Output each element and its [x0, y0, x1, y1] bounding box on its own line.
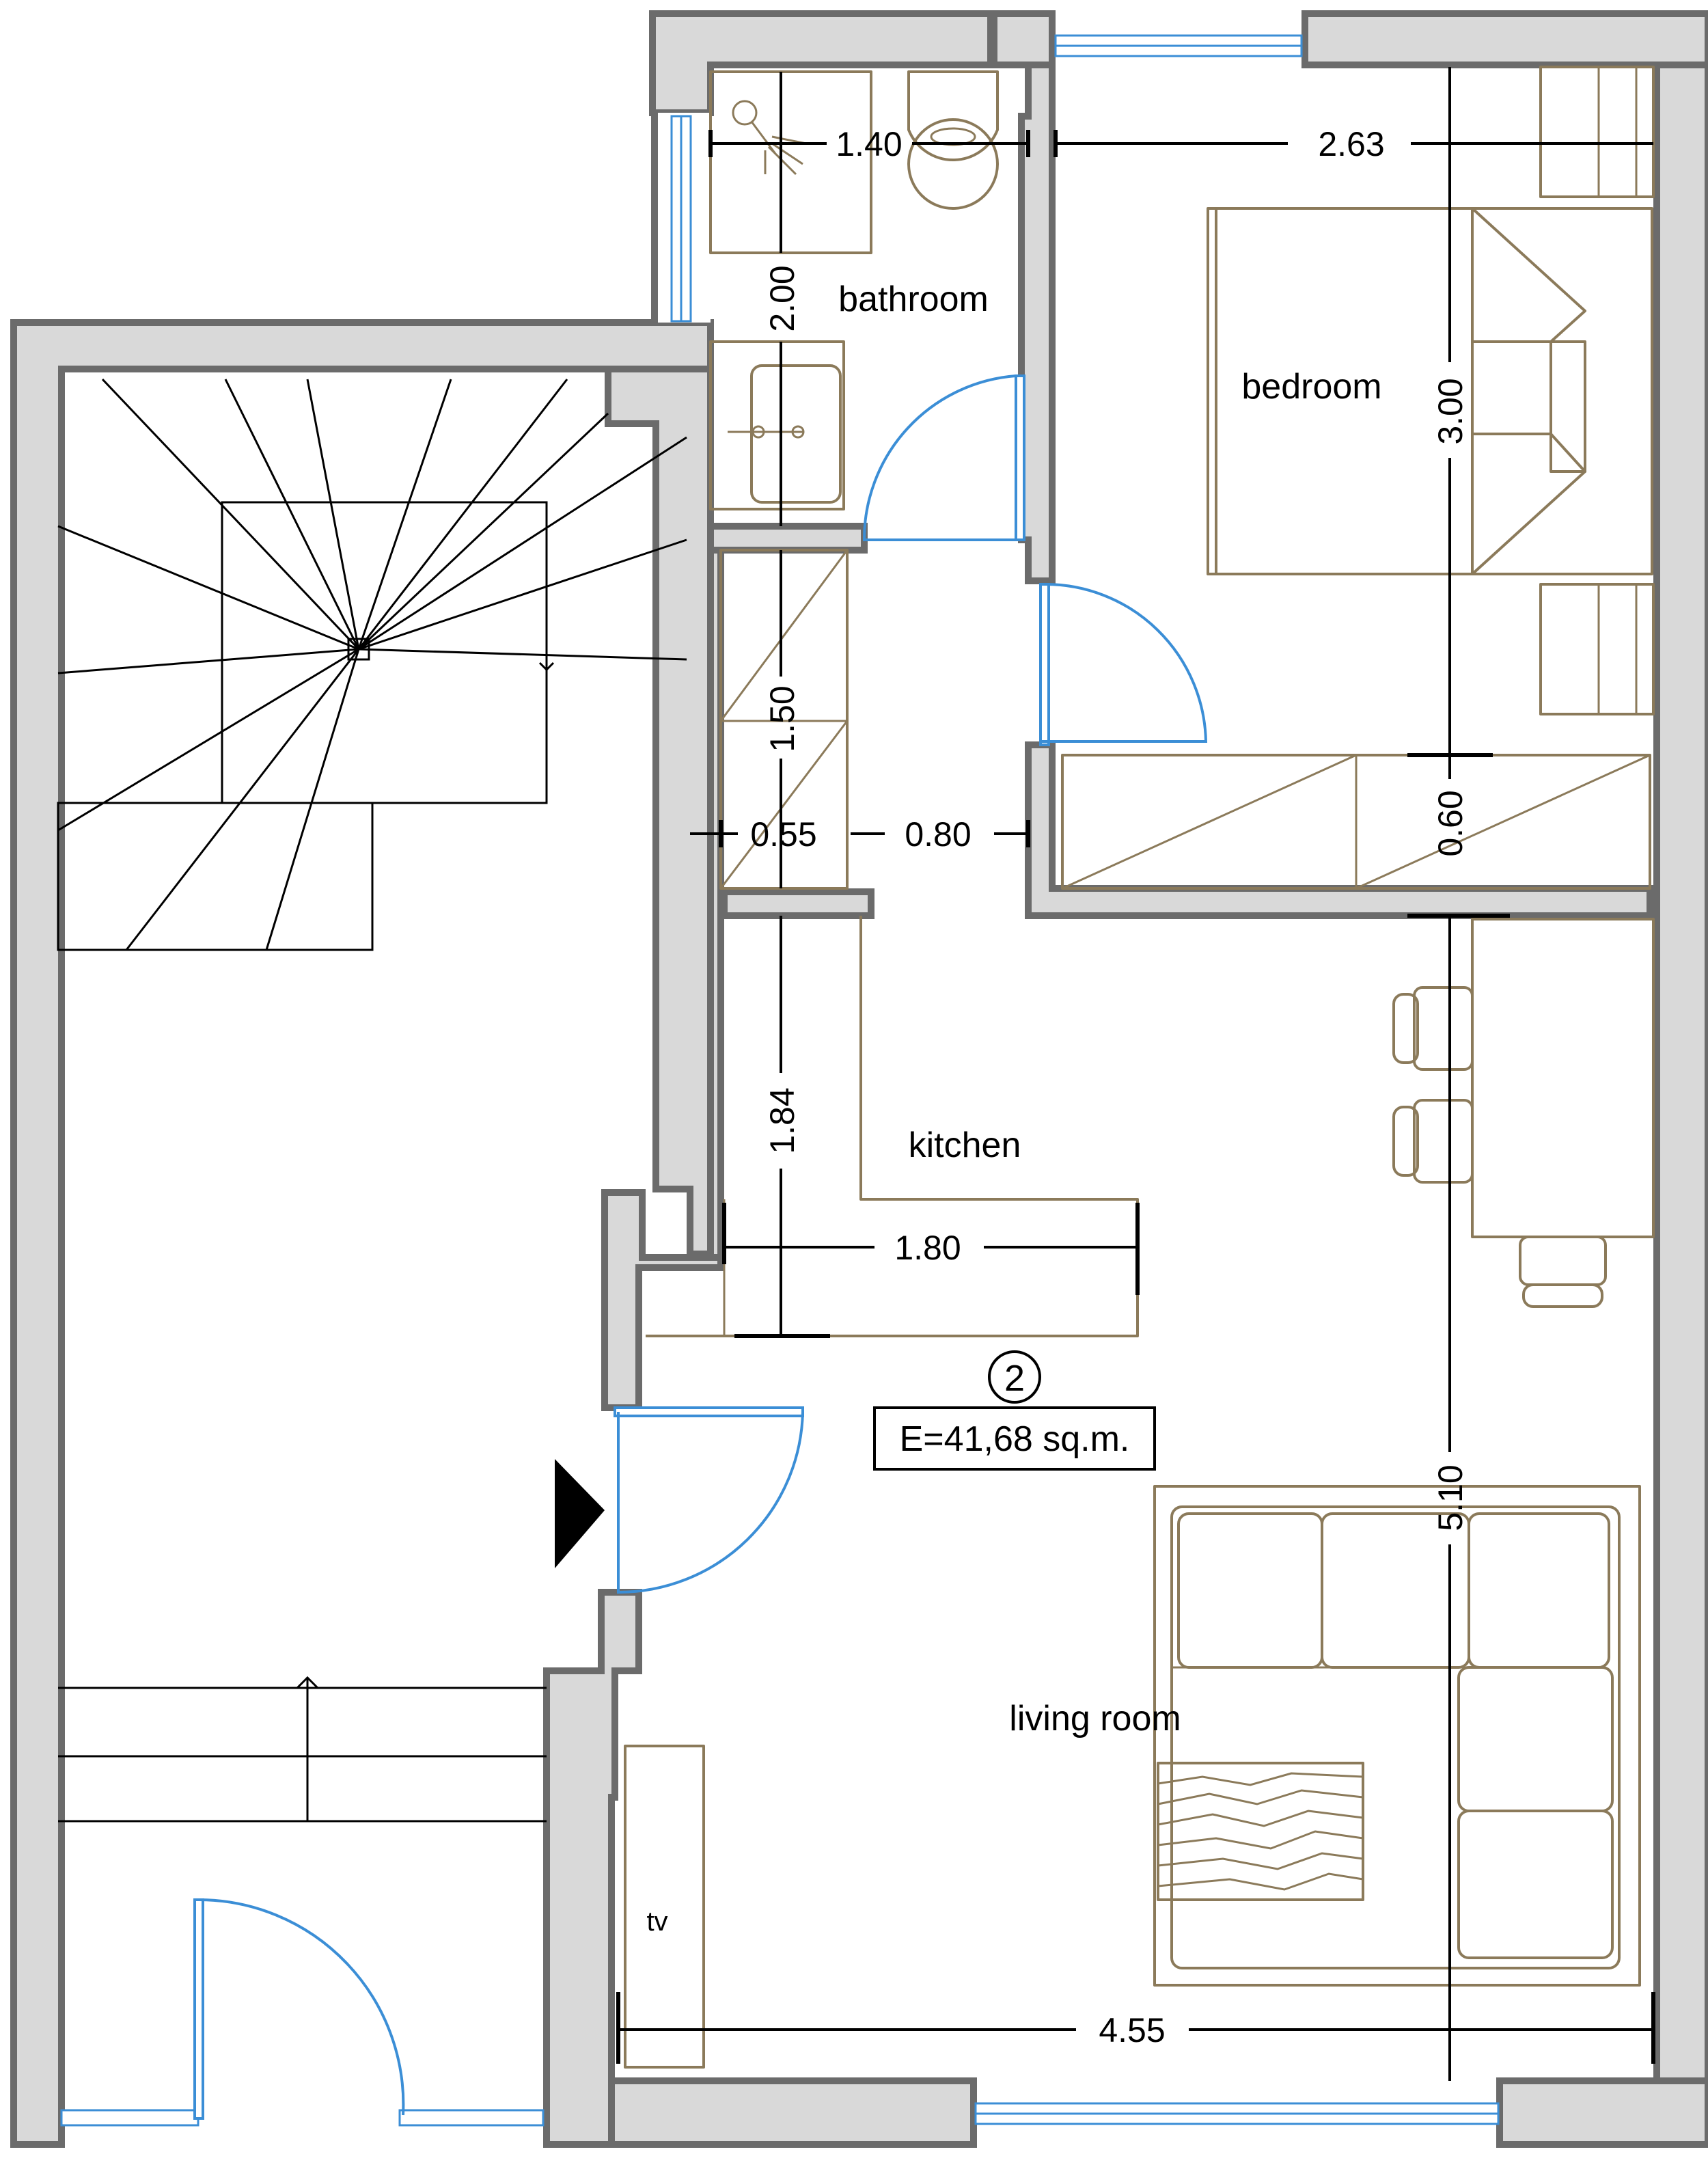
wall-bottom	[608, 2077, 977, 2148]
walls	[10, 10, 1708, 2148]
dim-living-depth: 5.10	[1431, 1464, 1470, 1531]
door-bed-leaf	[1039, 583, 1050, 746]
staircase	[57, 378, 687, 1823]
area-label: E=41,68 sq.m.	[900, 1419, 1130, 1459]
door-bath-swing	[862, 374, 1024, 541]
sofa	[1153, 1485, 1641, 1987]
door-stair-leaf	[193, 1898, 204, 2120]
nightstand-bottom	[1539, 583, 1655, 715]
bed	[1207, 207, 1653, 575]
doors	[193, 374, 1208, 2120]
nightstand-top	[1539, 66, 1655, 198]
door-bath-leaf	[1015, 374, 1025, 541]
wall-right	[1653, 62, 1708, 2084]
door-entry-leaf	[614, 1406, 804, 1417]
wall-stair-right-upper	[605, 366, 714, 1257]
tv-unit	[624, 1745, 705, 2069]
door-entry-swing	[617, 1411, 804, 1594]
wall-top-bath-right	[991, 10, 1056, 68]
furniture	[624, 66, 1655, 2069]
door-stair-swing	[198, 1898, 405, 2116]
rug	[1157, 1762, 1364, 1901]
toilet	[907, 70, 999, 210]
wall-bed-lower	[1025, 741, 1653, 919]
chair-1	[1392, 986, 1474, 1071]
dimension-labels: 1.40 2.63 2.00 3.00 1.50 0.55 0.80 0.60 …	[750, 125, 1470, 2049]
wall-top-bed	[1301, 10, 1708, 68]
hall-closet	[719, 549, 849, 890]
entry-arrow-icon	[555, 1459, 605, 1568]
label-living-room: living room	[1009, 1699, 1181, 1738]
dim-kitchen-length: 1.84	[763, 1087, 801, 1154]
dim-living-width: 4.55	[1099, 2011, 1165, 2049]
wall-entry-lower	[543, 1589, 642, 2148]
unit-tag: 2 E=41,68 sq.m.	[873, 1350, 1156, 1471]
dim-bath-width: 1.40	[836, 125, 902, 163]
dim-hall-length: 1.50	[763, 685, 801, 752]
dim-bath-depth: 2.00	[763, 265, 801, 331]
dim-closet-depth: 0.55	[750, 815, 816, 854]
room-labels: bathroom bedroom kitchen living room tv	[646, 279, 1381, 1937]
dim-bed-width: 2.63	[1318, 125, 1384, 163]
label-bedroom: bedroom	[1241, 367, 1381, 407]
wall-bottom-right	[1496, 2077, 1708, 2148]
dimension-lines	[616, 67, 1655, 2081]
area-box	[873, 1406, 1156, 1471]
washbasin	[709, 340, 845, 510]
chair-2	[1392, 1099, 1474, 1184]
unit-number-circle	[988, 1350, 1041, 1404]
dim-hall-width: 0.80	[905, 815, 971, 854]
label-bathroom: bathroom	[838, 279, 989, 319]
window-stair	[60, 2109, 199, 2127]
dim-bed-depth: 3.00	[1431, 378, 1470, 444]
label-tv: tv	[646, 1907, 667, 1937]
dim-wardrobe-depth: 0.60	[1431, 790, 1470, 856]
dining-table	[1392, 918, 1655, 1308]
wall-kitchen-top	[721, 888, 874, 919]
wall-closet	[707, 547, 724, 1261]
chair-3	[1519, 1236, 1607, 1308]
dim-kitchen-width: 1.80	[894, 1229, 961, 1267]
wall-bath-bed	[1018, 62, 1056, 584]
window-stair-2	[398, 2109, 545, 2127]
label-kitchen: kitchen	[909, 1126, 1021, 1165]
wall-bath-hall	[707, 523, 868, 554]
wall-top-bath	[649, 10, 994, 116]
wardrobe	[1061, 754, 1651, 890]
door-bed-swing	[1041, 583, 1208, 743]
unit-number: 2	[1004, 1358, 1025, 1399]
windows	[60, 34, 1500, 2127]
